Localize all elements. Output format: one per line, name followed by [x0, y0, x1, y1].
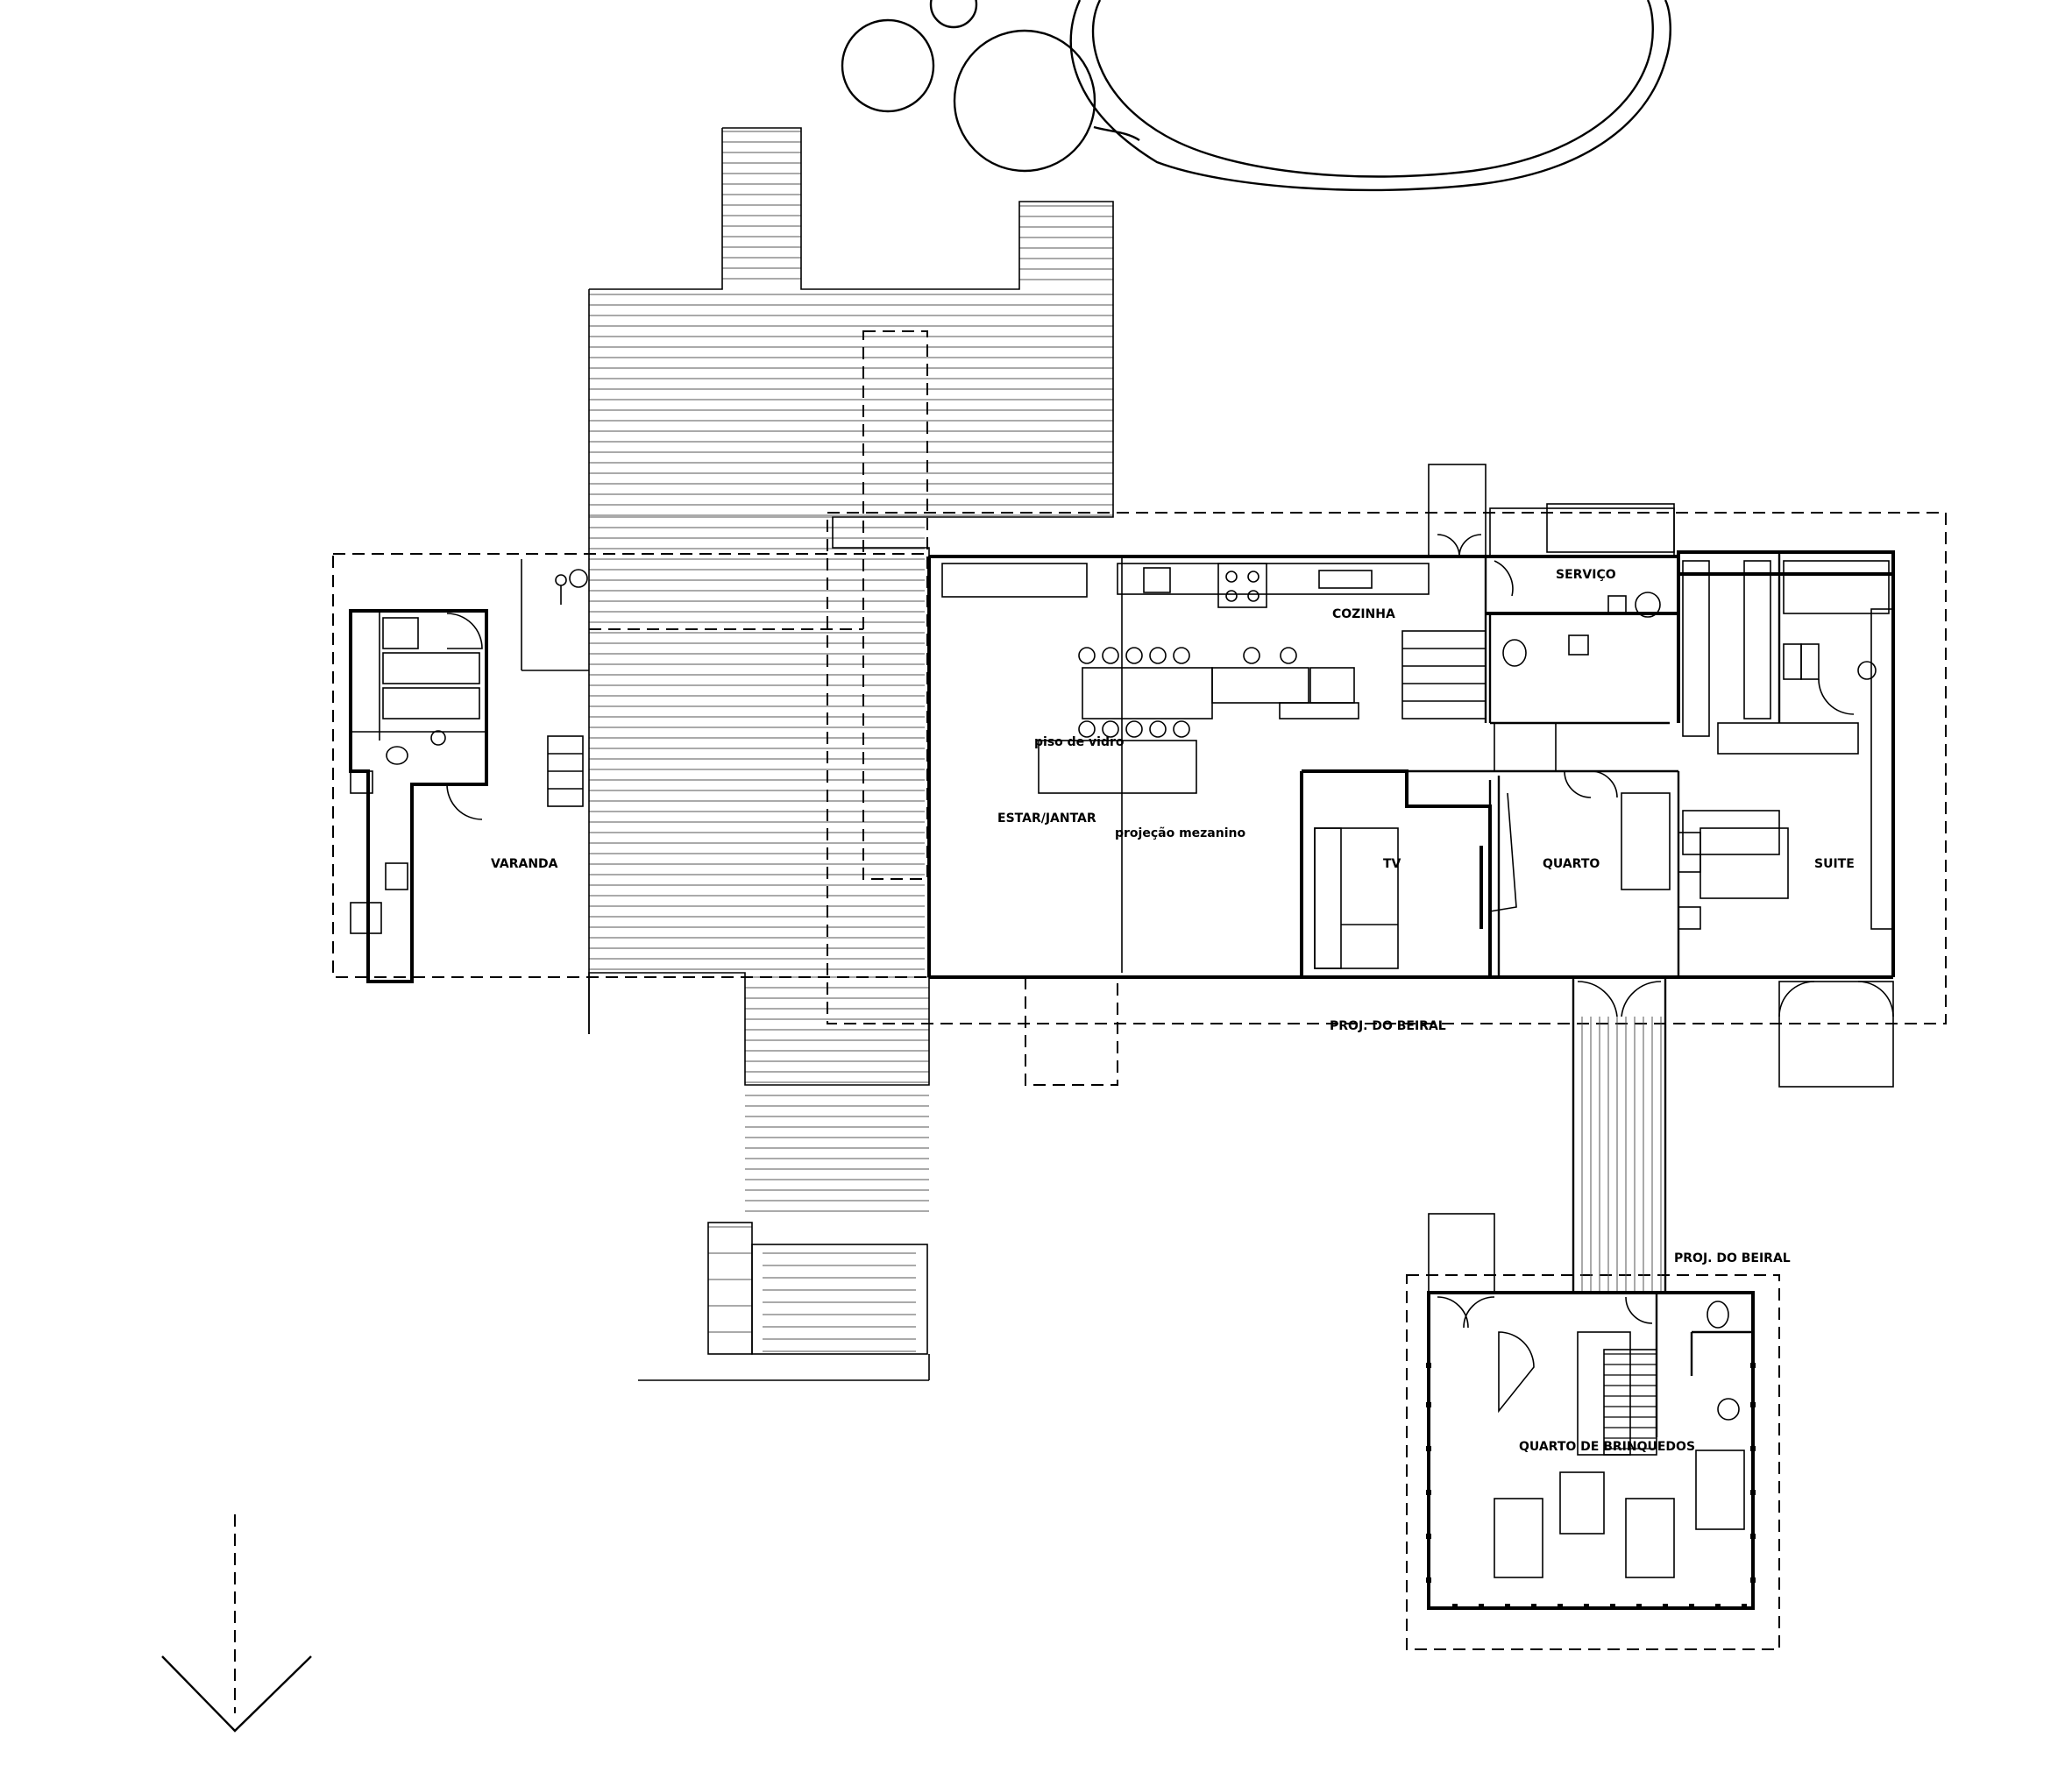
annex-post	[1750, 1490, 1756, 1495]
annex-post	[1505, 1604, 1510, 1609]
stepping-stones	[1426, 1363, 1756, 1609]
annex-post	[1750, 1402, 1756, 1407]
tree-icon	[841, 0, 1140, 173]
toilet-icon	[386, 746, 408, 765]
service-suite-walls	[1428, 464, 1895, 1088]
wooden-deck	[589, 131, 1113, 1352]
room-label-varanda: VARANDA	[491, 857, 558, 871]
bar-stool	[1149, 647, 1167, 664]
tv-room-walls	[1300, 769, 1680, 977]
bar-stool	[1173, 720, 1190, 738]
annex-post	[1715, 1604, 1721, 1609]
annex-post	[1531, 1604, 1536, 1609]
north-arrow-icon	[161, 1655, 312, 1733]
bar-stool	[1243, 647, 1260, 664]
bar-stool	[1280, 647, 1297, 664]
room-label-suite: SUITE	[1814, 857, 1855, 871]
annex-post	[1750, 1363, 1756, 1368]
note-piso-vidro: piso de vidro	[1034, 735, 1125, 749]
annex-post	[1426, 1363, 1431, 1368]
note-projecao-mezanino: projeção mezanino	[1115, 826, 1245, 840]
bar-stool	[1125, 647, 1143, 664]
note-proj-beiral-annex: PROJ. DO BEIRAL	[1674, 1251, 1791, 1265]
room-label-estar-jantar: ESTAR/JANTAR	[997, 812, 1096, 826]
annex-post	[1750, 1446, 1756, 1451]
toilet-icon	[1707, 1301, 1729, 1329]
bar-stool	[1102, 647, 1119, 664]
bar-stool	[1149, 720, 1167, 738]
deck-outline	[588, 127, 1114, 1381]
annex-post	[1742, 1604, 1747, 1609]
annex-post	[1663, 1604, 1668, 1609]
annex-post	[1636, 1604, 1642, 1609]
bar-stool	[1102, 720, 1119, 738]
room-label-cozinha: COZINHA	[1332, 607, 1395, 621]
annex-post	[1610, 1604, 1615, 1609]
annex-post	[1689, 1604, 1694, 1609]
room-label-tv: TV	[1383, 857, 1401, 871]
bar-stool	[1078, 720, 1096, 738]
room-labels: VARANDA ESTAR/JANTAR COZINHA SERVIÇO TV …	[491, 568, 1855, 1454]
room-label-servico: SERVIÇO	[1556, 568, 1616, 582]
sink-icon	[1318, 570, 1373, 589]
annex-post	[1426, 1446, 1431, 1451]
varanda-bath-block	[349, 559, 589, 983]
stair	[1401, 630, 1557, 772]
bathtub-icon	[1695, 1450, 1745, 1530]
note-proj-beiral: PROJ. DO BEIRAL	[1330, 1019, 1446, 1033]
bar-stool	[1078, 647, 1096, 664]
annex-post	[1558, 1604, 1563, 1609]
room-label-quarto: QUARTO	[1543, 857, 1600, 871]
bar-stools	[1078, 647, 1297, 738]
room-label-quarto-brinquedos: QUARTO DE BRINQUEDOS	[1519, 1440, 1695, 1454]
bar-stool	[1125, 720, 1143, 738]
annex-post	[1426, 1402, 1431, 1407]
annex-post	[1750, 1534, 1756, 1539]
main-house-walls	[927, 555, 1893, 979]
annex-post	[1584, 1604, 1589, 1609]
pool-icon	[1069, 0, 1671, 192]
annex-post	[1426, 1534, 1431, 1539]
stove-icon	[1143, 567, 1171, 593]
annex-post	[1750, 1577, 1756, 1583]
bar-stool	[1173, 647, 1190, 664]
annex-post	[1479, 1604, 1484, 1609]
annex-post	[1426, 1577, 1431, 1583]
annex-post	[1426, 1490, 1431, 1495]
toilet-icon	[1502, 639, 1527, 667]
annex-post	[1452, 1604, 1458, 1609]
bed-icon	[1621, 792, 1671, 890]
